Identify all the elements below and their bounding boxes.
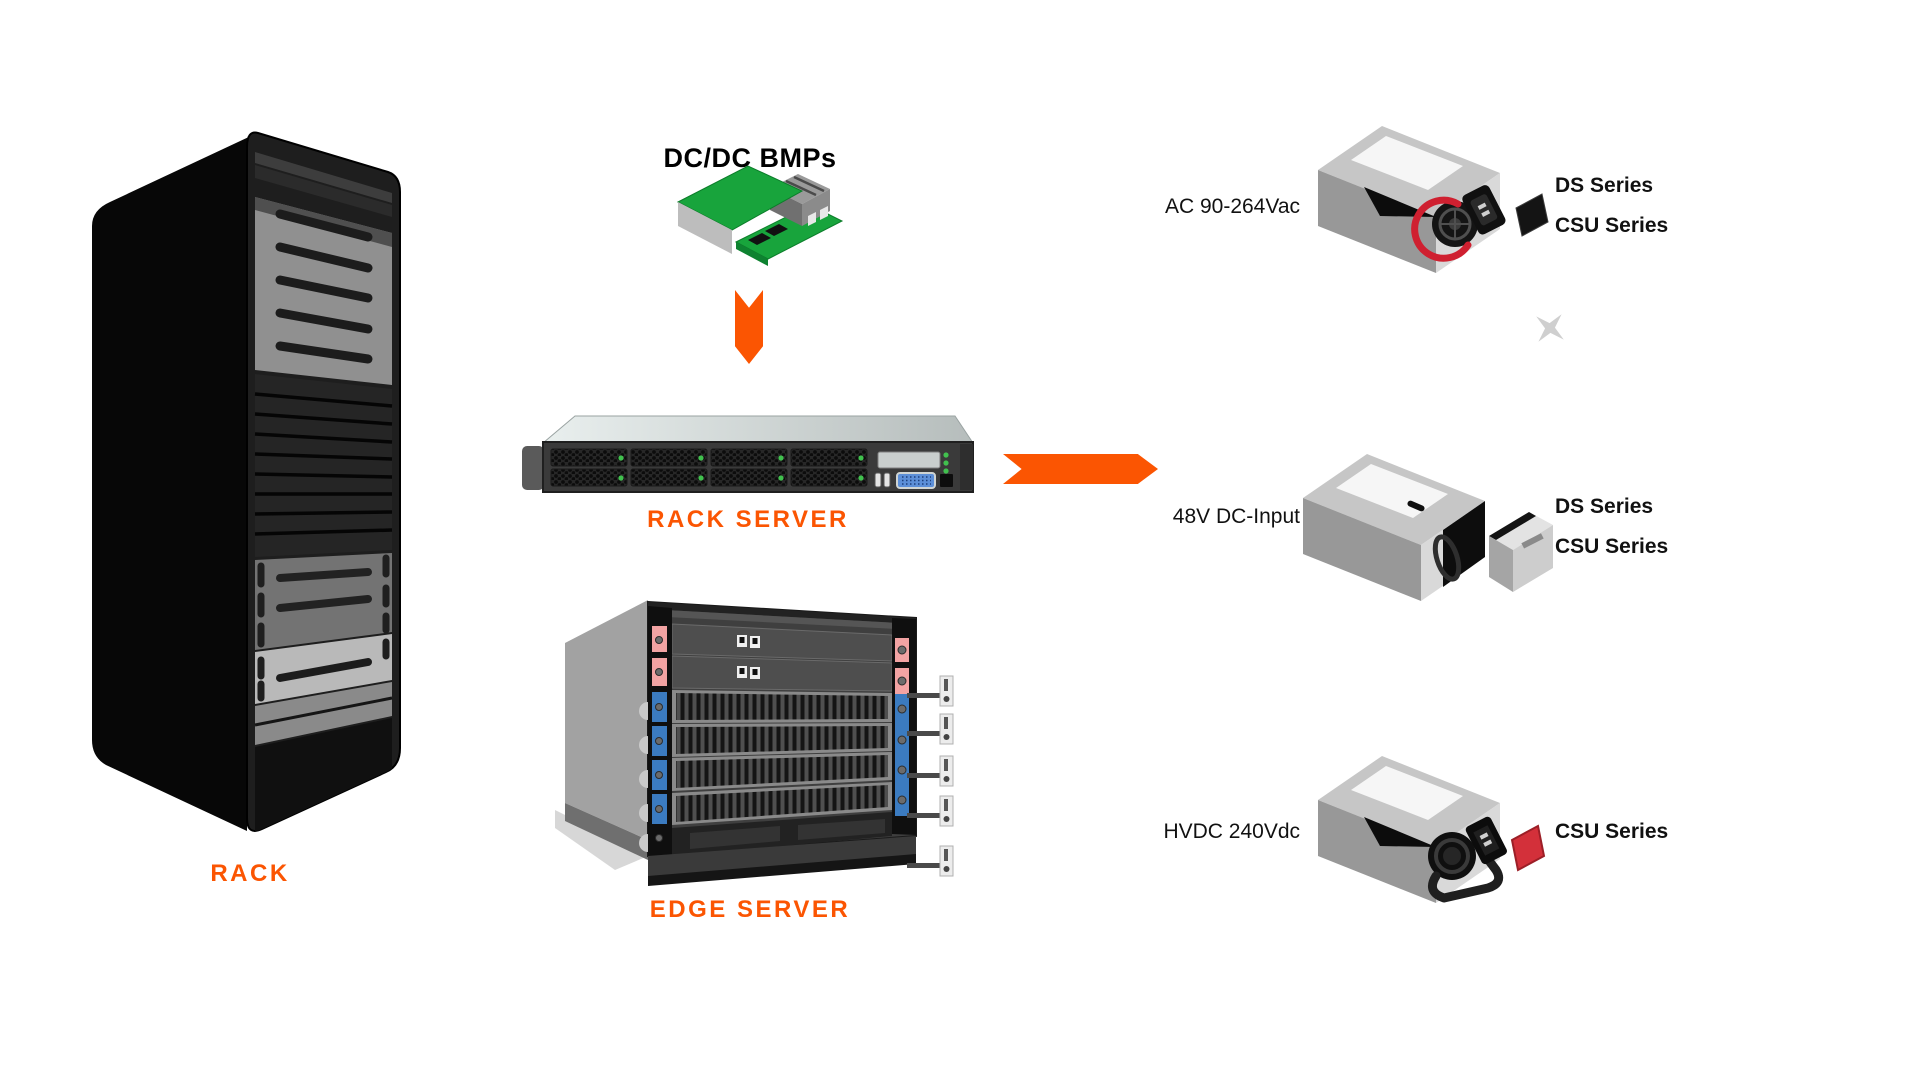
edge-server-label: EDGE SERVER [649, 896, 851, 923]
red-wire-handle-icon [1411, 196, 1472, 262]
psu-hvdc-series-1: CSU Series [1555, 820, 1669, 843]
dcdc-module-illustration [676, 165, 844, 266]
rack-label: RACK [210, 860, 290, 887]
latch-tabs [652, 626, 909, 824]
extraction-brackets [907, 675, 954, 877]
psu-ac-series-1: DS Series [1555, 174, 1654, 197]
psu-hvdc-input-label: HVDC 240Vdc [1163, 820, 1300, 843]
rack-server-label: RACK SERVER [647, 506, 849, 533]
psu-dc-series-2: CSU Series [1555, 535, 1669, 558]
psu-ac-series-2: CSU Series [1555, 214, 1669, 237]
psu-dc-series-1: DS Series [1555, 495, 1654, 518]
ethernet-ports-icon [737, 635, 760, 679]
rack-server-illustration [522, 415, 974, 493]
red-tab-icon [1510, 824, 1546, 872]
rack-tower-illustration [92, 131, 401, 832]
edge-server-illustration [555, 600, 954, 886]
psu-hvdc-illustration [1318, 756, 1546, 903]
psu-ac-illustration [1318, 126, 1549, 273]
psu-dc-illustration [1303, 454, 1553, 601]
psu-ac-input-label: AC 90-264Vac [1164, 195, 1300, 218]
line-card-grilles [672, 690, 892, 825]
drive-bays [550, 448, 868, 487]
down-arrow-icon [735, 290, 763, 364]
sparkle-icon [1536, 314, 1564, 342]
extracted-module [1489, 512, 1553, 592]
right-arrow-icon [1003, 454, 1158, 484]
psu-dc-input-label: 48V DC-Input [1172, 505, 1300, 528]
black-handle-icon [1427, 857, 1504, 903]
